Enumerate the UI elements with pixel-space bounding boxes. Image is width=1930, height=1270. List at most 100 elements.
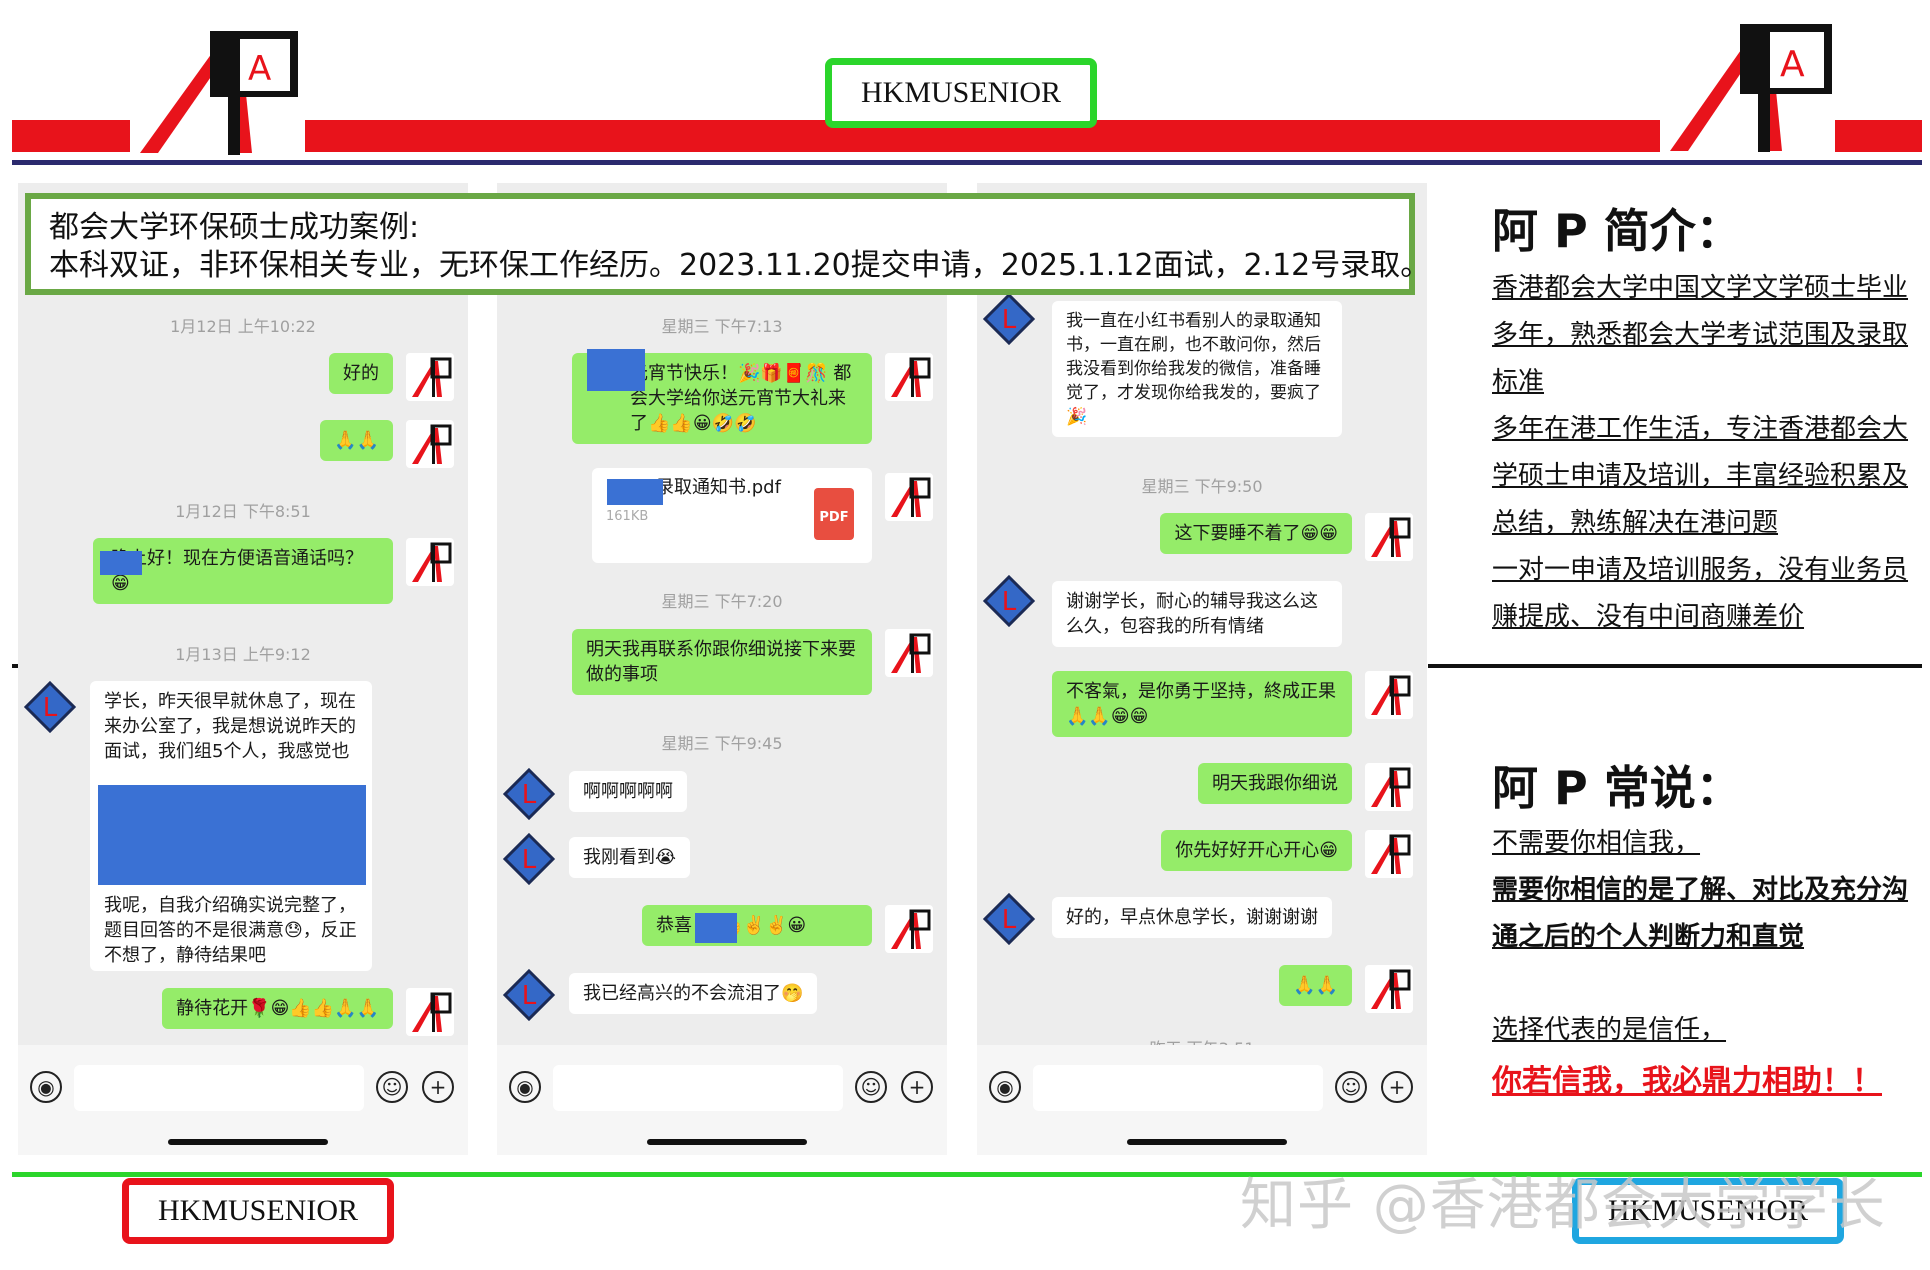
case-title: 都会大学环保硕士成功案例: (49, 210, 420, 245)
file-name: 录取通知书.pdf (656, 477, 781, 498)
chat-timestamp: 星期三 下午7:20 (661, 592, 783, 611)
chat-input-bar: ◉ ☺ + (18, 1045, 468, 1155)
ap-avatar-icon (1365, 513, 1413, 561)
file-size: 161KB (606, 509, 649, 524)
redacted-block (695, 913, 737, 943)
home-indicator (168, 1139, 328, 1145)
chat-timestamp: 星期三 下午9:50 (1141, 477, 1263, 496)
message-text: 学长，昨天很早就休息了，现在来办公室了，我是想说说昨天的面试，我们组5个人，我感… (104, 691, 356, 762)
pdf-icon: PDF (814, 488, 854, 540)
divider-line-right (1428, 664, 1922, 668)
message-bubble: 好的 (329, 353, 393, 394)
ap-avatar-icon (406, 988, 454, 1036)
home-indicator (1127, 1139, 1287, 1145)
chat-screenshot-1: 1月12日 上午10:22 好的 🙏🙏 1月12日 下午8:51 晚上好！现在方… (18, 183, 468, 1155)
intro-line-1: 香港都会大学中国文学文学硕士毕业多年，熟悉都会大学考试范围及录取标准 (1492, 273, 1909, 397)
voice-icon[interactable]: ◉ (989, 1071, 1021, 1103)
message-bubble: 这下要睡不着了😁😁 (1160, 513, 1352, 554)
svg-text:L: L (1002, 587, 1017, 617)
intro-line-3: 一对一申请及培训服务，没有业务员赚提成、没有中间商赚差价 (1492, 555, 1909, 632)
ap-avatar-icon (1365, 763, 1413, 811)
intro-line-2: 多年在港工作生活，专注香港都会大学硕士申请及培训，丰富经验积累及总结，熟练解决在… (1492, 414, 1909, 538)
header-navy-line (12, 160, 1922, 165)
user-l-avatar-icon: L (503, 768, 555, 820)
case-detail: 本科双证，非环保相关专业，无环保工作经历。2023.11.20提交申请，2025… (49, 248, 1431, 283)
chat-screenshot-3: L 我一直在小红书看别人的录取通知书，一直在刷，也不敢问你，然后我没看到你给我发… (977, 183, 1427, 1155)
saying-line-2: 需要你相信的是了解、对比及充分沟通之后的个人判断力和直觉 (1492, 875, 1909, 952)
chat-timestamp: 1月13日 上午9:12 (175, 645, 311, 664)
svg-text:L: L (43, 693, 58, 723)
saying-heading: 阿 P 常说： (1492, 761, 1742, 815)
ap-avatar-icon (885, 353, 933, 401)
user-l-avatar-icon: L (24, 681, 76, 733)
ap-avatar-icon (406, 420, 454, 468)
message-text: 晚上好！现在方便语音通话吗？😁 (111, 548, 363, 594)
emoji-icon[interactable]: ☺ (376, 1071, 408, 1103)
intro-heading: 阿 P 简介： (1492, 204, 1742, 258)
redacted-block (98, 785, 366, 885)
user-l-avatar-icon: L (503, 969, 555, 1021)
svg-text:L: L (1002, 905, 1017, 935)
svg-text:L: L (1002, 305, 1017, 335)
chat-input-bar: ◉ ☺ + (977, 1045, 1427, 1155)
message-bubble-long: 学长，昨天很早就休息了，现在来办公室了，我是想说说昨天的面试，我们组5个人，我感… (90, 681, 372, 971)
chat-timestamp: 1月12日 上午10:22 (170, 317, 316, 336)
message-text: 我呢，自我介绍确实说完整了，题目回答的不是很满意😓，反正不想了，静待结果吧 (104, 895, 357, 966)
footer-green-line (12, 1172, 1922, 1177)
message-bubble: 静待花开🌹😁👍👍🙏🙏 (162, 988, 393, 1029)
plus-icon[interactable]: + (1381, 1071, 1413, 1103)
message-bubble: 谢谢学长，耐心的辅导我这么这么久，包容我的所有情绪 (1052, 581, 1342, 647)
svg-text:L: L (522, 780, 537, 810)
message-bubble: 我一直在小红书看别人的录取通知书，一直在刷，也不敢问你，然后我没看到你给我发的微… (1052, 301, 1342, 437)
chat-input[interactable] (74, 1065, 364, 1111)
redacted-block (100, 551, 142, 575)
ap-avatar-icon (885, 629, 933, 677)
message-bubble: 明天我跟你细说 (1198, 763, 1352, 804)
ap-avatar-icon (885, 473, 933, 521)
chat-timestamp: 星期三 下午9:45 (661, 734, 783, 753)
emoji-icon[interactable]: ☺ (855, 1071, 887, 1103)
message-bubble: 好的，早点休息学长，谢谢谢谢 (1052, 897, 1332, 938)
chat-timestamp: 1月12日 下午8:51 (175, 502, 311, 521)
message-bubble: 🙏🙏 (1279, 965, 1352, 1006)
chat-screenshot-2: 星期三 下午7:13 元宵节快乐！🎉🎁🧧🎊 都会大学给你送元宵节大礼来了👍👍😀🤣… (497, 183, 947, 1155)
case-study-box: 都会大学环保硕士成功案例: 本科双证，非环保相关专业，无环保工作经历。2023.… (25, 193, 1431, 295)
ap-avatar-icon (1365, 830, 1413, 878)
ap-logo-left: A (130, 31, 305, 155)
emoji-icon[interactable]: ☺ (1335, 1071, 1367, 1103)
plus-icon[interactable]: + (901, 1071, 933, 1103)
saying-line-1: 不需要你相信我， (1492, 828, 1701, 858)
ap-avatar-icon (406, 538, 454, 586)
svg-text:L: L (522, 981, 537, 1011)
chat-timestamp: 星期三 下午7:13 (661, 317, 783, 336)
message-bubble: 你先好好开心开心😁 (1161, 830, 1352, 871)
ap-avatar-icon (1365, 671, 1413, 719)
ap-avatar-icon (406, 353, 454, 401)
divider-line-left (12, 664, 22, 668)
voice-icon[interactable]: ◉ (509, 1071, 541, 1103)
ap-logo-right: A (1660, 24, 1835, 153)
chat-input[interactable] (1033, 1065, 1323, 1111)
message-bubble: 恭喜 👍👍✌️✌️😀 (642, 905, 872, 946)
brand-tag-top: HKMUSENIOR (825, 58, 1097, 128)
message-bubble: 🙏🙏 (320, 420, 393, 461)
svg-text:A: A (248, 49, 271, 89)
redacted-block (587, 349, 645, 391)
svg-text:L: L (522, 845, 537, 875)
user-l-avatar-icon: L (983, 893, 1035, 945)
redacted-block (607, 479, 663, 505)
ap-avatar-icon (885, 905, 933, 953)
voice-icon[interactable]: ◉ (30, 1071, 62, 1103)
user-l-avatar-icon: L (503, 833, 555, 885)
saying-line-4: 你若信我，我必鼎力相助！！ (1492, 1064, 1882, 1099)
chat-input[interactable] (553, 1065, 843, 1111)
chat-input-bar: ◉ ☺ + (497, 1045, 947, 1155)
message-bubble: 不客氣，是你勇于坚持，終成正果🙏🙏😁😁 (1052, 671, 1352, 737)
message-bubble: 明天我再联系你跟你细说接下来要做的事项 (572, 629, 872, 695)
plus-icon[interactable]: + (422, 1071, 454, 1103)
user-l-avatar-icon: L (983, 575, 1035, 627)
saying-line-3: 选择代表的是信任， (1492, 1015, 1727, 1045)
user-l-avatar-icon: L (983, 293, 1035, 345)
message-bubble: 晚上好！现在方便语音通话吗？😁 (93, 538, 393, 604)
brand-tag-bottom-right: HKMUSENIOR (1572, 1178, 1844, 1244)
